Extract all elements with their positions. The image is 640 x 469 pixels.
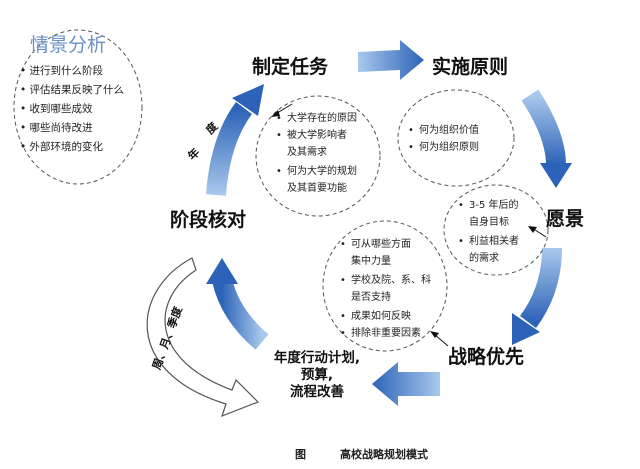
context-item: 收到哪些成效 (20, 100, 124, 119)
plan-line: 年度行动计划, (273, 350, 361, 366)
arrow-checkpoint-to-task (206, 102, 253, 196)
bubble-item: 何为组织价值 (408, 122, 479, 139)
bubble-task (255, 95, 381, 217)
bubble-item: 3-5 年后的 (458, 197, 519, 214)
bubble-task-list-2: 何为大学的规划 (276, 163, 357, 180)
stage-principle: 实施原则 (432, 56, 509, 78)
context-item: 哪些尚待改进 (20, 119, 124, 138)
plan-line: 流程改善 (290, 384, 344, 400)
context-list: 进行到什么阶段 评估结果反映了什么 收到哪些成效 哪些尚待改进 外部环境的变化 (20, 62, 125, 157)
bubble-vision-list: 3-5 年后的 (458, 197, 519, 214)
bubble-item: 利益相关者 (458, 233, 519, 250)
bubble-item-cont: 及其需求 (287, 147, 327, 158)
bubble-vision-list-2: 利益相关者 (458, 233, 519, 250)
arrow-principle-to-vision (521, 89, 566, 166)
bubble-item-cont: 自身目标 (469, 217, 509, 228)
arrow-priority-to-plan (372, 362, 440, 406)
arrow-vision-to-priority (519, 247, 562, 328)
bubble-item: 可从哪些方面 (340, 236, 411, 253)
bubble-item: 排除非重要因素 (340, 325, 421, 342)
stage-plan: 年度行动计划, 预算, 流程改善 (262, 350, 372, 401)
bubble-vision (443, 184, 549, 276)
arrow-plan-to-checkpoint (212, 277, 269, 350)
bubble-item-cont: 集中力量 (351, 256, 391, 267)
bubble-item: 被大学影响者 (276, 127, 357, 144)
bubble-item: 何为组织原则 (408, 139, 479, 156)
stage-checkpoint: 阶段核对 (170, 209, 247, 231)
plan-line: 预算, (300, 367, 334, 383)
bubble-principle (397, 89, 515, 187)
bubble-principle-list: 何为组织价值 何为组织原则 (408, 122, 479, 156)
bubble-item: 何为大学的规划 (276, 163, 357, 180)
bubble-item-cont: 的需求 (469, 253, 499, 264)
bubble-priority (322, 220, 448, 352)
stage-priority: 战略优先 (448, 346, 525, 368)
caption-label: 图 (295, 448, 306, 461)
bubble-priority-list-2: 学校及院、系、科 (340, 272, 431, 289)
pointer-arrow-priority (430, 331, 439, 338)
context-item: 评估结果反映了什么 (20, 81, 125, 100)
stage-task: 制定任务 (252, 56, 329, 78)
feedback-arrow (146, 257, 260, 418)
bubble-item-cont: 及其首要功能 (287, 183, 347, 194)
arrow-principle-to-vision-head (540, 163, 572, 188)
bubble-item: 学校及院、系、科 (340, 272, 431, 289)
bubble-priority-list: 可从哪些方面 (340, 236, 411, 253)
pointer-arrow-vision (528, 226, 537, 233)
context-title: 情景分析 (30, 34, 107, 56)
bubble-item: 大学存在的原因 (276, 110, 357, 127)
context-ellipse (13, 29, 143, 185)
arrow-checkpoint-to-task-head (232, 84, 264, 116)
bubble-item-cont: 是否支持 (351, 292, 391, 303)
arrow-task-to-principle (358, 40, 424, 80)
bubble-task-list: 大学存在的原因 被大学影响者 (276, 110, 357, 144)
bubble-item: 成果如何反映 (340, 308, 421, 325)
arrow-vision-to-priority-head (512, 313, 540, 345)
caption-title: 高校战略规划模式 (340, 448, 428, 461)
stage-vision: 愿景 (546, 208, 585, 230)
bubble-priority-list-3: 成果如何反映 排除非重要因素 (340, 308, 421, 342)
context-item: 外部环境的变化 (20, 138, 124, 157)
context-item: 进行到什么阶段 (20, 62, 124, 81)
arrow-plan-to-checkpoint-head (206, 258, 238, 284)
